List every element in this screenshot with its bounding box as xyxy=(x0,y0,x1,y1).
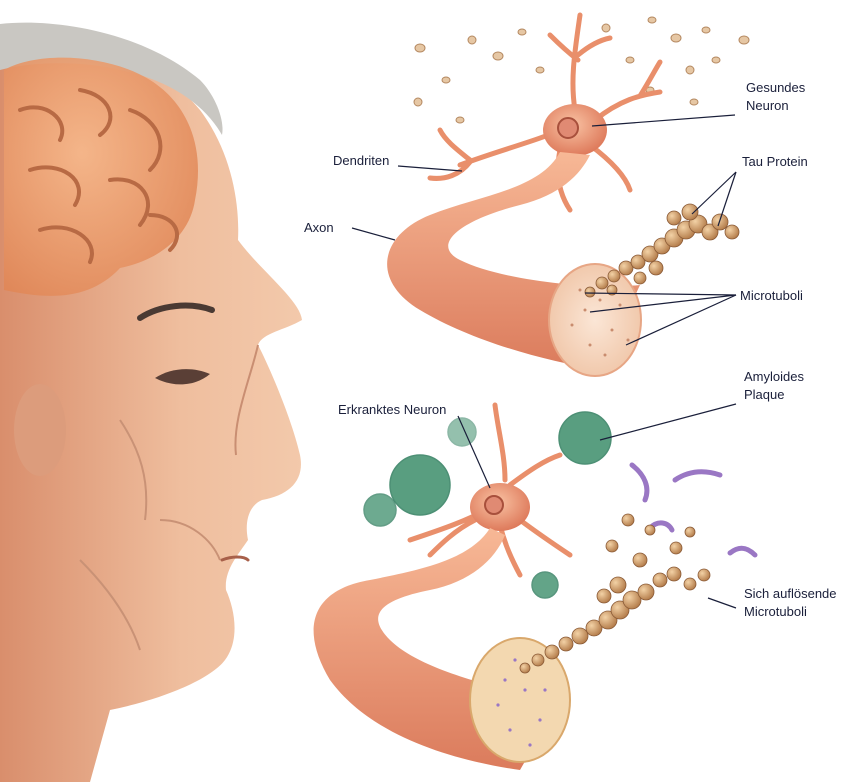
healthy-neuron xyxy=(387,15,749,376)
tau-fragments xyxy=(632,465,755,555)
leader-microtubule-3 xyxy=(626,295,736,345)
label-healthy-neuron-1: Gesundes xyxy=(746,79,805,96)
microtubule-face xyxy=(549,264,641,376)
leader-dissolving xyxy=(708,598,736,608)
head-profile xyxy=(0,23,302,782)
plaque-1 xyxy=(559,412,611,464)
diseased-nucleus xyxy=(485,496,503,514)
label-dissolving-2: Microtuboli xyxy=(744,603,807,620)
plaque-2 xyxy=(390,455,450,515)
leader-amyloid xyxy=(600,404,736,440)
plaque-4 xyxy=(364,494,396,526)
leader-healthy-neuron xyxy=(592,115,735,126)
tau-bead-column xyxy=(585,204,739,297)
label-diseased-neuron: Erkranktes Neuron xyxy=(338,401,446,418)
label-tau-protein: Tau Protein xyxy=(742,153,808,170)
leader-dendrites xyxy=(398,166,462,171)
label-amyloid-2: Plaque xyxy=(744,386,784,403)
plaque-3 xyxy=(448,418,476,446)
ear xyxy=(14,384,66,476)
label-axon: Axon xyxy=(304,219,334,236)
healthy-nucleus xyxy=(558,118,578,138)
label-healthy-neuron-2: Neuron xyxy=(746,97,789,114)
diseased-neuron xyxy=(314,405,755,770)
plaque-5 xyxy=(532,572,558,598)
label-amyloid-1: Amyloides xyxy=(744,368,804,385)
label-microtubules: Microtuboli xyxy=(740,287,803,304)
mouth xyxy=(222,557,248,560)
label-dendrites: Dendriten xyxy=(333,152,389,169)
label-dissolving-1: Sich auflösende xyxy=(744,585,837,602)
leader-axon xyxy=(352,228,395,240)
